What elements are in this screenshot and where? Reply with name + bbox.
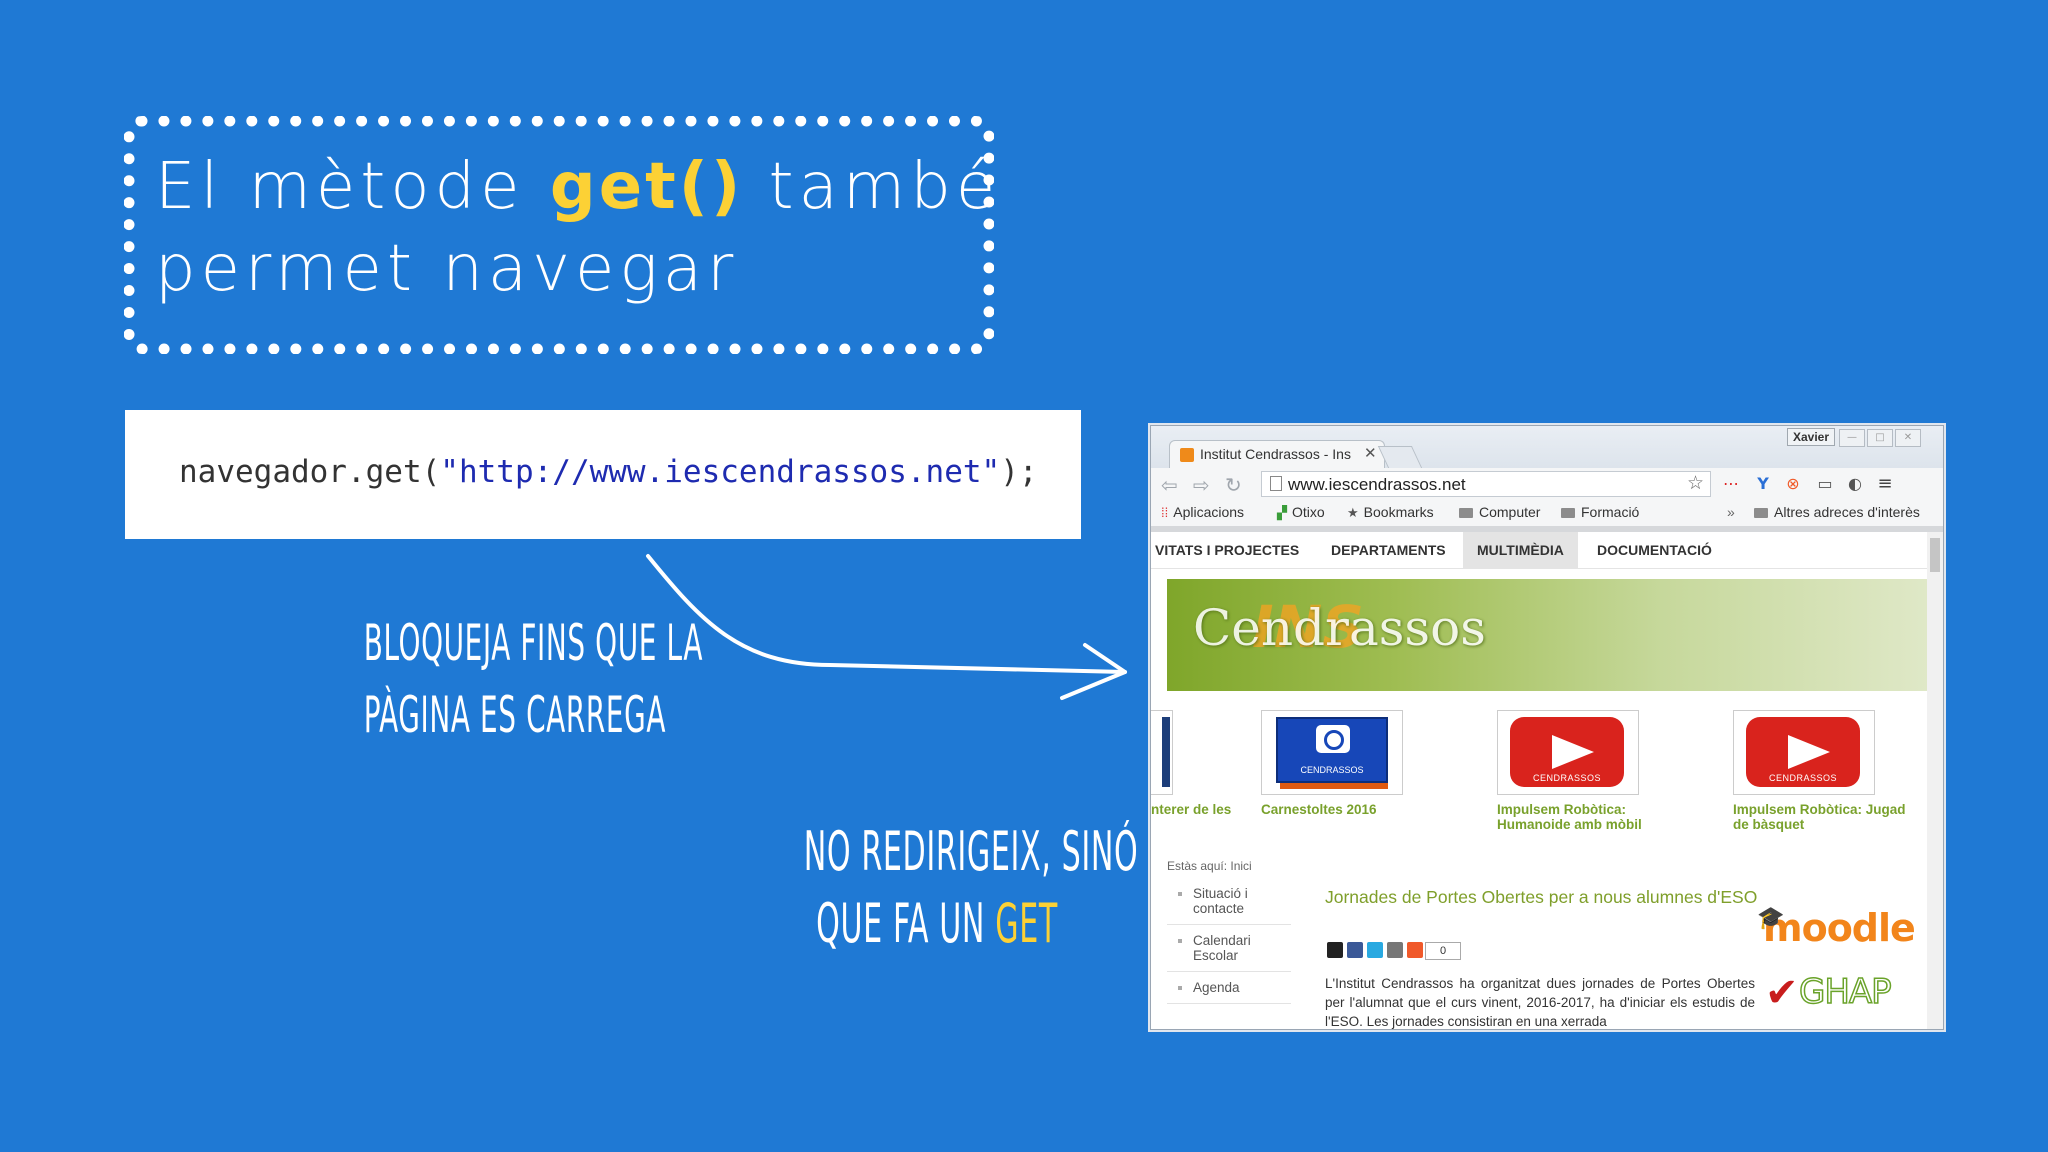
code-url-string: "http://www.iescendrassos.net" [440,454,1001,490]
browser-toolbar: ⇦ ⇨ ↻ www.iescendrassos.net ☆ ⋯ Y ⊗ ▭ ◐ … [1151,468,1943,500]
tile-brand: CENDRASSOS [1768,773,1837,783]
webpage-viewport: VITATS I PROJECTES DEPARTAMENTS MULTIMÈD… [1151,532,1927,1029]
gallery-tile-3[interactable]: CENDRASSOS [1497,710,1639,795]
browser-window: Institut Cendrassos - Ins ✕ Xavier — □ ✕… [1150,425,1944,1030]
tile-caption-2[interactable]: Carnestoltes 2016 [1261,802,1377,817]
favicon-icon [1180,448,1194,462]
side-item-situacio[interactable]: Situació i contacte [1167,878,1291,925]
title-highlight-get: get() [549,150,744,224]
scrollbar-thumb[interactable] [1930,538,1940,572]
site-nav-documentacio[interactable]: DOCUMENTACIÓ [1597,542,1712,558]
tab-title: Institut Cendrassos - Ins [1200,446,1351,462]
bookmark-computer[interactable]: Computer [1459,504,1540,520]
slide-title-line-1: El mètode get() també [155,150,1001,224]
folder-icon [1754,508,1768,518]
tab-close-icon[interactable]: ✕ [1364,444,1377,462]
tile-caption-3[interactable]: Impulsem Robòtica:Humanoide amb mòbil [1497,802,1642,832]
site-banner[interactable]: INS Cendrassos [1167,579,1927,691]
apps-grid-icon: ⁞⁞ [1161,505,1169,520]
ghap-logo[interactable]: GHAP [1798,971,1892,1013]
browser-titlebar: Institut Cendrassos - Ins ✕ Xavier — □ ✕ [1151,426,1943,468]
gallery-tile-4[interactable]: CENDRASSOS [1733,710,1875,795]
user-badge[interactable]: Xavier [1787,428,1836,446]
reload-icon[interactable]: ↻ [1225,473,1242,497]
bookmarks-bar: ⁞⁞Aplicacions ▞Otixo ★Bookmarks Computer… [1151,500,1943,532]
folder-icon [1459,508,1473,518]
cast-icon[interactable]: ▭ [1817,474,1833,493]
side-item-agenda[interactable]: Agenda [1167,972,1291,1004]
curved-arrow-icon [646,554,1127,700]
note-get-line-1: No redirigeix, sinó [803,820,1139,883]
bookmark-star-icon[interactable]: ☆ [1686,472,1704,494]
back-icon[interactable]: ⇦ [1161,473,1178,497]
check-icon: ✔ [1765,970,1799,1016]
code-snippet-panel: navegador.get("http://www.iescendrassos.… [125,410,1081,539]
site-nav-activitats[interactable]: VITATS I PROJECTES [1155,542,1300,558]
side-menu: Situació i contacte Calendari Escolar Ag… [1167,878,1291,1004]
page-icon [1270,476,1282,491]
tile-brand: CENDRASSOS [1300,765,1364,775]
site-nav-departaments[interactable]: DEPARTAMENTS [1331,542,1446,558]
extension-gray-icon[interactable]: ◐ [1848,474,1862,493]
graduation-cap-icon: 🎓 [1757,906,1785,931]
maximize-button[interactable]: □ [1867,429,1893,447]
facebook-icon[interactable] [1347,942,1363,958]
bookmark-apps[interactable]: ⁞⁞Aplicacions [1161,504,1245,520]
tile-brand: CENDRASSOS [1532,773,1601,783]
camera-body [1316,725,1350,753]
window-close-button[interactable]: ✕ [1895,429,1921,447]
gallery-tile-2[interactable]: CENDRASSOS [1261,710,1403,795]
tile-caption-1[interactable]: nterer de les [1151,802,1232,817]
extension-dots-icon[interactable]: ⋯ [1723,474,1739,493]
play-video-icon: CENDRASSOS [1746,717,1860,787]
site-nav-multimedia[interactable]: MULTIMÈDIA [1463,532,1578,568]
buffer-icon[interactable] [1327,942,1343,958]
site-nav: VITATS I PROJECTES DEPARTAMENTS MULTIMÈD… [1151,532,1927,569]
article-title[interactable]: Jornades de Portes Obertes per a nous al… [1325,887,1758,907]
browser-tab[interactable]: Institut Cendrassos - Ins ✕ [1169,440,1385,468]
share-count: 0 [1425,942,1461,960]
note-blocks-line-1: Bloqueja fins que la [363,614,704,672]
side-item-calendari[interactable]: Calendari Escolar [1167,925,1291,972]
note-blocks-line-2: pàgina es carrega [363,686,667,744]
address-bar[interactable]: www.iescendrassos.net ☆ [1261,471,1711,497]
bookmark-otixo[interactable]: ▞Otixo [1277,504,1325,520]
bookmark-formacio[interactable]: Formació [1561,504,1639,520]
article-body: L'Institut Cendrassos ha organitzat dues… [1325,976,1755,1029]
title-dotted-frame [124,116,994,354]
bookmark-other[interactable]: Altres adreces d'interès [1754,504,1920,520]
camera-lens [1324,730,1344,750]
bookmarks-overflow-icon[interactable]: » [1727,504,1735,520]
breadcrumb: Estàs aquí: Inici [1167,859,1252,873]
tile-thumbnail [1162,717,1170,787]
extension-y-icon[interactable]: Y [1757,474,1769,493]
note-get-highlight: GET [995,892,1058,955]
extension-orange-icon[interactable]: ⊗ [1786,474,1800,493]
forward-icon[interactable]: ⇨ [1193,473,1210,497]
moodle-logo[interactable]: moodle [1763,906,1916,950]
gallery-tile-1[interactable] [1151,710,1173,795]
menu-icon[interactable]: ≡ [1877,473,1893,494]
star-icon: ★ [1347,505,1359,520]
twitter-icon[interactable] [1367,942,1383,958]
banner-title: Cendrassos [1193,599,1486,657]
address-url: www.iescendrassos.net [1288,475,1466,494]
vertical-scrollbar[interactable] [1927,532,1943,1029]
code-line: navegador.get("http://www.iescendrassos.… [179,454,1038,490]
banner-ins-logo: INS [1252,593,1364,661]
note-get-line-2: que fa un GET [816,892,1058,955]
otixo-icon: ▞ [1277,505,1287,520]
minimize-button[interactable]: — [1839,429,1865,447]
camera-icon: CENDRASSOS [1276,717,1388,783]
bookmark-bookmarks[interactable]: ★Bookmarks [1347,504,1434,520]
folder-icon [1561,508,1575,518]
tile-shadow [1280,781,1388,789]
slide-title-line-2: permet navegar [155,232,739,306]
play-video-icon: CENDRASSOS [1510,717,1624,787]
email-icon[interactable] [1387,942,1403,958]
addthis-plus-icon[interactable] [1407,942,1423,958]
